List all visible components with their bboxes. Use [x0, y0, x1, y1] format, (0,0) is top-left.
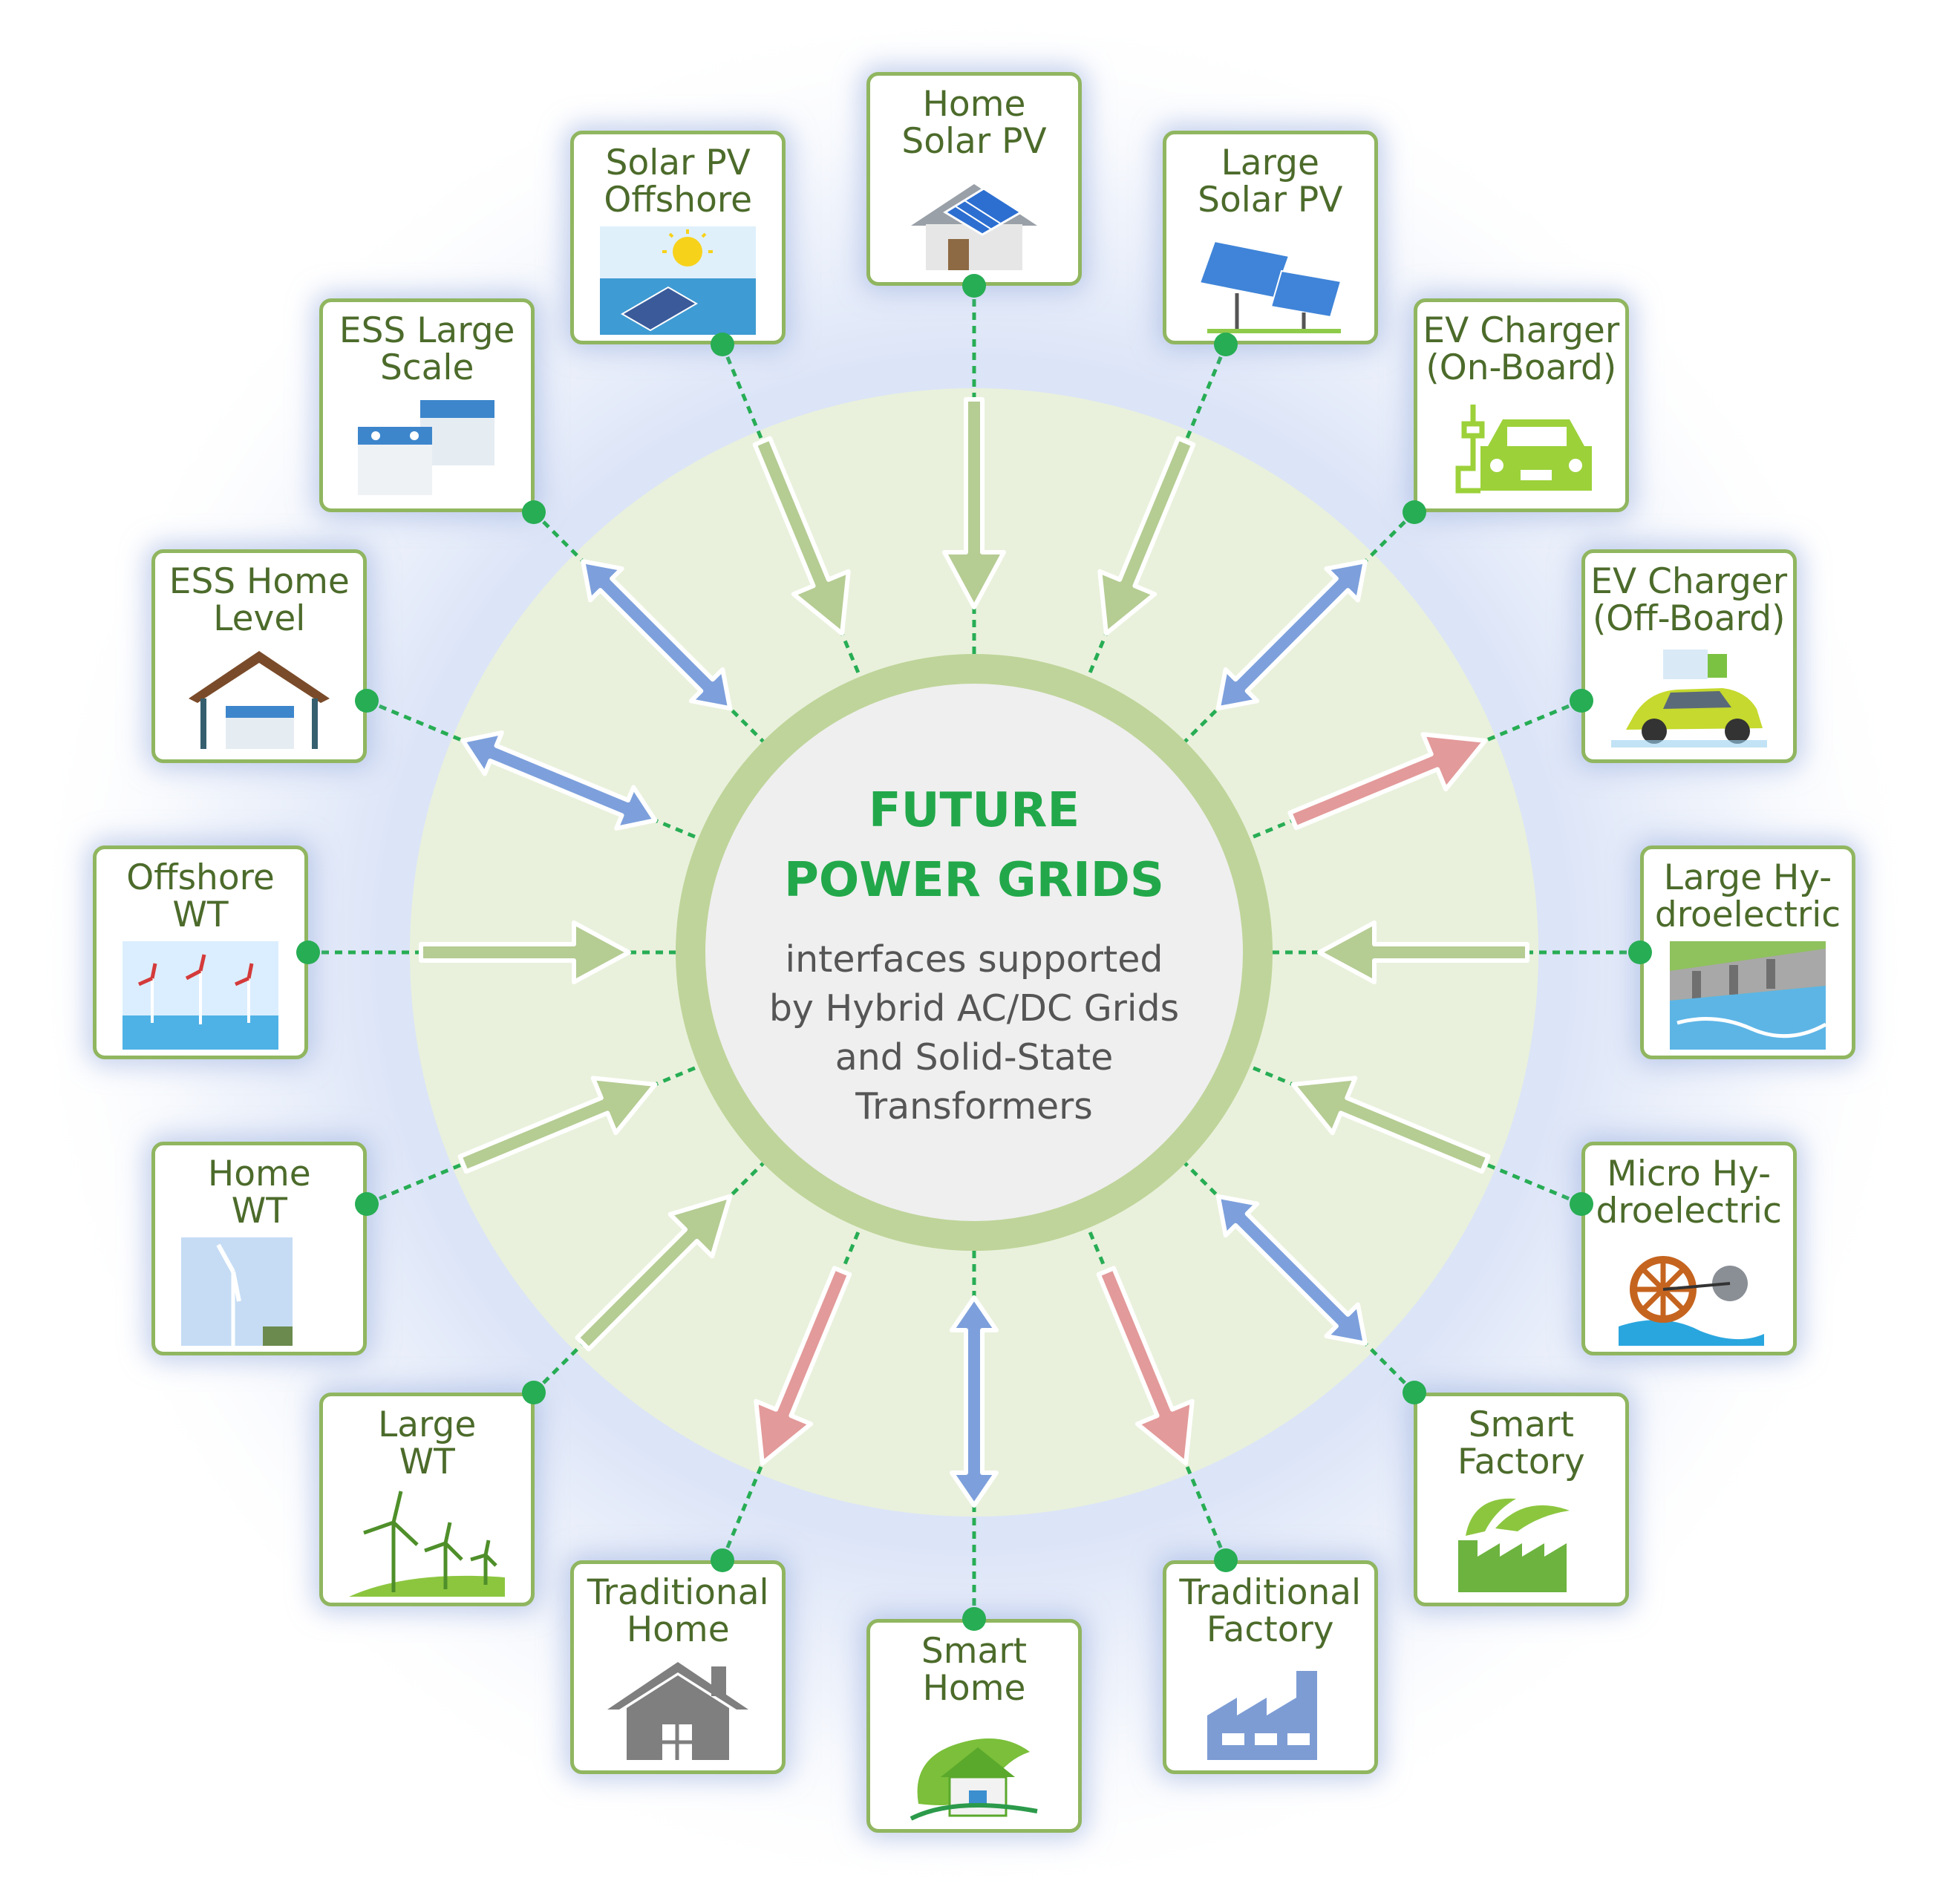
house-icon [607, 1661, 749, 1760]
center-title: FUTURE POWER GRIDS [742, 776, 1206, 915]
node-label-ev-charger-off-board: EV Charger (Off-Board) [1590, 561, 1788, 640]
arrow-ev-charger-off-board [1287, 732, 1488, 831]
ev-car-plug-icon [1455, 405, 1592, 494]
connector-dot-offshore-wt [296, 940, 320, 964]
center-subtitle-line-3: and Solid-State [835, 1036, 1114, 1079]
node-label-smart-factory: Smart Factory [1457, 1404, 1585, 1482]
node-traditional-factory: Traditional Factory [1162, 1560, 1378, 1774]
floating-solar-icon [600, 226, 757, 336]
connector-dot-ess-home-level [355, 689, 379, 713]
node-label-smart-home: Smart Home [921, 1631, 1028, 1709]
wind-farm-icon [349, 1491, 506, 1597]
arrow-offshore-wt [419, 920, 631, 984]
dam-icon [1670, 941, 1826, 1050]
connector-dot-ess-large-scale [522, 500, 546, 525]
node-label-traditional-home: Traditional Home [587, 1571, 769, 1650]
center-subtitle-line-1: interfaces supported [785, 938, 1163, 981]
house-battery-icon [189, 651, 330, 750]
node-label-offshore-wt: Offshore WT [126, 857, 275, 935]
node-ess-home-level: ESS Home Level [151, 549, 368, 764]
center-disc [705, 684, 1243, 1221]
node-label-home-solar-pv: Home Solar PV [901, 84, 1047, 162]
connector-dot-micro-hydroelectric [1569, 1191, 1593, 1216]
connector-dot-solar-pv-offshore [710, 333, 734, 357]
node-micro-hydroelectric: Micro Hy- droelectric [1581, 1141, 1797, 1355]
arrow-ess-home-level [460, 730, 658, 831]
arrow-solar-pv-offshore [752, 436, 851, 636]
connector-dot-large-wt [522, 1380, 546, 1404]
node-ev-charger-on-board: EV Charger (On-Board) [1413, 298, 1629, 513]
green-factory-icon [1457, 1498, 1570, 1592]
node-label-traditional-factory: Traditional Factory [1179, 1571, 1362, 1650]
node-large-solar-pv: Large Solar PV [1162, 131, 1378, 345]
node-home-wt: Home WT [151, 1141, 368, 1355]
connector-dot-large-hydroelectric [1628, 940, 1652, 964]
node-large-wt: Large WT [319, 1392, 535, 1606]
arrow-large-solar-pv [1097, 436, 1196, 636]
arrow-smart-factory [1215, 1194, 1368, 1346]
batteries-icon [358, 400, 495, 496]
arrow-large-wt [575, 1194, 733, 1352]
arrow-home-solar-pv [942, 397, 1006, 609]
connector-dot-smart-factory [1402, 1380, 1426, 1404]
arrow-ev-charger-on-board [1215, 559, 1368, 711]
node-label-micro-hydroelectric: Micro Hy- droelectric [1596, 1153, 1782, 1231]
arrow-ess-large-scale [581, 559, 733, 711]
arrow-traditional-home [754, 1266, 852, 1466]
node-large-hydroelectric: Large Hy- droelectric [1640, 845, 1855, 1059]
small-wind-turbine-icon [181, 1237, 293, 1346]
water-wheel-icon [1618, 1255, 1764, 1346]
center-subtitle-line-2: by Hybrid AC/DC Grids [768, 987, 1180, 1030]
arrow-home-wt [457, 1076, 658, 1174]
eco-house-icon [910, 1738, 1038, 1821]
connector-dot-traditional-home [710, 1548, 734, 1572]
node-label-ess-home-level: ESS Home Level [169, 561, 350, 640]
flow-arrows [419, 397, 1529, 1508]
node-smart-factory: Smart Factory [1413, 1392, 1629, 1606]
center-title-line-2: POWER GRIDS [783, 853, 1165, 908]
factory-icon [1207, 1670, 1317, 1760]
ev-charging-station-icon [1610, 650, 1767, 748]
node-ev-charger-off-board: EV Charger (Off-Board) [1581, 549, 1797, 764]
connector-dot-home-solar-pv [962, 274, 986, 298]
offshore-wind-icon [123, 941, 278, 1050]
arrow-traditional-factory [1096, 1266, 1195, 1466]
connector-dot-traditional-factory [1214, 1548, 1238, 1572]
node-home-solar-pv: Home Solar PV [866, 72, 1082, 286]
node-traditional-home: Traditional Home [570, 1560, 786, 1774]
center-subtitle: interfaces supported by Hybrid AC/DC Gri… [742, 935, 1206, 1131]
connector-dot-ev-charger-off-board [1569, 689, 1593, 713]
node-offshore-wt: Offshore WT [93, 845, 308, 1059]
connector-dot-home-wt [355, 1191, 379, 1216]
node-label-large-solar-pv: Large Solar PV [1198, 143, 1343, 221]
center-subtitle-line-4: Transformers [855, 1085, 1093, 1128]
node-label-home-wt: Home WT [207, 1153, 311, 1231]
node-label-ev-charger-on-board: EV Charger (On-Board) [1423, 310, 1620, 389]
node-label-large-hydroelectric: Large Hy- droelectric [1654, 857, 1841, 935]
connector-dot-ev-charger-on-board [1402, 500, 1426, 525]
connector-dot-smart-home [962, 1607, 986, 1631]
arrow-large-hydroelectric [1317, 920, 1529, 984]
connector-dot-large-solar-pv [1214, 333, 1238, 357]
node-label-large-wt: Large WT [378, 1404, 477, 1482]
arrow-smart-home [950, 1295, 999, 1508]
solar-panel-array-icon [1198, 241, 1342, 334]
house-solar-panel-icon [911, 184, 1037, 270]
arrow-micro-hydroelectric [1290, 1076, 1491, 1174]
node-solar-pv-offshore: Solar PV Offshore [570, 131, 786, 345]
node-label-ess-large-scale: ESS Large Scale [339, 310, 515, 389]
node-smart-home: Smart Home [866, 1619, 1082, 1833]
node-ess-large-scale: ESS Large Scale [319, 298, 535, 513]
node-label-solar-pv-offshore: Solar PV Offshore [604, 143, 753, 221]
center-title-line-1: FUTURE [868, 783, 1080, 838]
